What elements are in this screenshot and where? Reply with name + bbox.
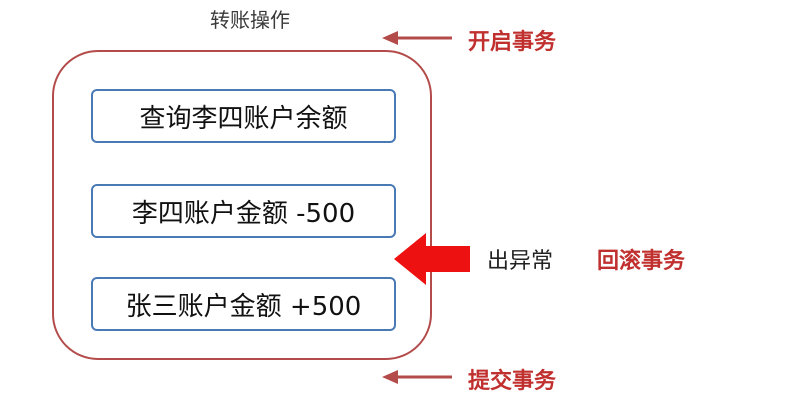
step-debit-account: 李四账户金额 -500 bbox=[91, 184, 396, 238]
exception-arrow-icon bbox=[394, 233, 470, 285]
rollback-transaction-label: 回滚事务 bbox=[597, 249, 686, 274]
step-credit-account: 张三账户金额 +500 bbox=[91, 277, 396, 331]
commit-arrow-icon bbox=[382, 370, 452, 384]
transaction-group-box bbox=[52, 50, 432, 360]
exception-label: 出异常 bbox=[487, 249, 554, 274]
diagram-title: 转账操作 bbox=[210, 8, 290, 32]
commit-transaction-label: 提交事务 bbox=[468, 369, 557, 394]
start-arrow-icon bbox=[382, 31, 452, 45]
start-transaction-label: 开启事务 bbox=[468, 30, 557, 55]
step-query-balance: 查询李四账户余额 bbox=[91, 89, 396, 143]
